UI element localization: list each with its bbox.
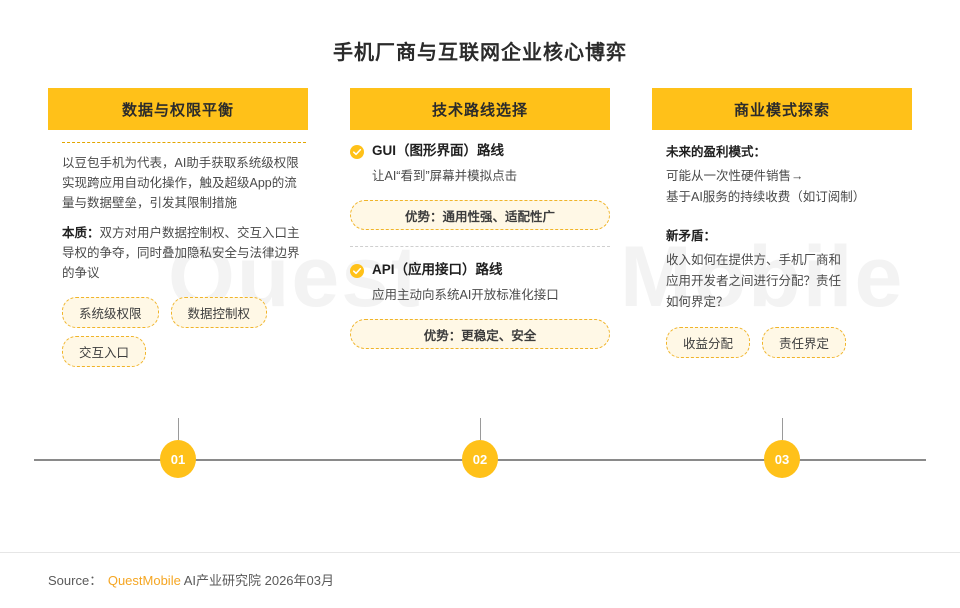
bullet-api-route: API（应用接口）路线 应用主动向系统AI开放标准化接口 [350, 261, 610, 305]
source-rest: AI产业研究院 2026年03月 [183, 573, 334, 588]
column-tech-route: 技术路线选择 GUI（图形界面）路线 让AI“看到”屏幕并模拟点击 优势：通用性… [350, 88, 610, 349]
advantage-pill-gui: 优势：通用性强、适配性广 [350, 200, 610, 230]
timeline-stem-3 [782, 418, 783, 440]
column-1-paragraph-2-text: 双方对用户数据控制权、交互入口主导权的争夺，同时叠加隐私安全与法律边界的争议 [62, 226, 300, 280]
column-header-2: 技术路线选择 [350, 88, 610, 130]
column-body-2: GUI（图形界面）路线 让AI“看到”屏幕并模拟点击 优势：通用性强、适配性广 … [350, 130, 610, 349]
tag-interaction-entry[interactable]: 交互入口 [62, 336, 147, 367]
tag-liability-definition[interactable]: 责任界定 [762, 327, 847, 358]
check-circle-icon [350, 145, 364, 159]
column-business-model: 商业模式探索 未来的盈利模式： 可能从一次性硬件销售→ 基于AI服务的持续收费（… [652, 88, 912, 358]
block-profit-model-line-1: 可能从一次性硬件销售→ [666, 169, 804, 183]
block-profit-model-line-2: 基于AI服务的持续收费（如订阅制） [666, 190, 866, 204]
timeline-node-03[interactable]: 03 [764, 440, 800, 478]
block-profit-model-head: 未来的盈利模式： [666, 145, 767, 159]
column-1-paragraph-1-text: 以豆包手机为代表，AI助手获取系统级权限实现跨应用自动化操作，触及超级App的流… [62, 156, 299, 210]
tag-system-permission[interactable]: 系统级权限 [62, 297, 159, 328]
tag-revenue-share[interactable]: 收益分配 [666, 327, 751, 358]
column-1-paragraph-2-lead: 本质： [62, 226, 100, 240]
bullet-gui-desc: 让AI“看到”屏幕并模拟点击 [372, 169, 518, 183]
check-circle-icon [350, 264, 364, 278]
column-header-3: 商业模式探索 [652, 88, 912, 130]
column-body-3: 未来的盈利模式： 可能从一次性硬件销售→ 基于AI服务的持续收费（如订阅制） 新… [652, 130, 912, 358]
columns-container: 数据与权限平衡 以豆包手机为代表，AI助手获取系统级权限实现跨应用自动化操作，触… [0, 88, 960, 418]
column-1-paragraph-1: 以豆包手机为代表，AI助手获取系统级权限实现跨应用自动化操作，触及超级App的流… [62, 153, 306, 213]
block-profit-model: 未来的盈利模式： 可能从一次性硬件销售→ 基于AI服务的持续收费（如订阅制） [666, 142, 912, 208]
tag-data-control[interactable]: 数据控制权 [170, 297, 268, 328]
block-new-conflict: 新矛盾： 收入如何在提供方、手机厂商和 应用开发者之间进行分配？责任 如何界定？ [666, 226, 912, 313]
timeline-stem-1 [178, 418, 179, 440]
source-label: Source： [48, 573, 103, 588]
source-brand: QuestMobile [107, 573, 181, 588]
bullet-gui-title: GUI（图形界面）路线 [372, 143, 505, 158]
bullet-api-desc: 应用主动向系统AI开放标准化接口 [372, 288, 559, 302]
column-3-tags: 收益分配 责任界定 [666, 327, 912, 358]
column-1-tags: 系统级权限 数据控制权 交互入口 [62, 297, 306, 367]
column-1-divider [62, 142, 306, 143]
timeline: 01 02 03 [0, 418, 960, 500]
footer-divider [0, 552, 960, 553]
block-new-conflict-line-3: 如何界定？ [666, 295, 729, 309]
column-header-1: 数据与权限平衡 [48, 88, 308, 130]
column-data-permission: 数据与权限平衡 以豆包手机为代表，AI助手获取系统级权限实现跨应用自动化操作，触… [48, 88, 308, 367]
block-new-conflict-line-1: 收入如何在提供方、手机厂商和 [666, 253, 842, 267]
column-body-1: 以豆包手机为代表，AI助手获取系统级权限实现跨应用自动化操作，触及超级App的流… [48, 130, 308, 367]
bullet-api-texts: API（应用接口）路线 应用主动向系统AI开放标准化接口 [372, 261, 610, 305]
bullet-api-title: API（应用接口）路线 [372, 262, 503, 277]
column-1-paragraph-2: 本质：双方对用户数据控制权、交互入口主导权的争夺，同时叠加隐私安全与法律边界的争… [62, 223, 306, 283]
block-new-conflict-line-2: 应用开发者之间进行分配？责任 [666, 274, 842, 288]
timeline-stem-2 [480, 418, 481, 440]
block-new-conflict-head: 新矛盾： [666, 229, 717, 243]
advantage-pill-api: 优势：更稳定、安全 [350, 319, 610, 349]
page-title: 手机厂商与互联网企业核心博弈 [333, 42, 627, 64]
column-2-divider [350, 246, 610, 247]
bullet-gui-texts: GUI（图形界面）路线 让AI“看到”屏幕并模拟点击 [372, 142, 610, 186]
source-footer: Source： QuestMobile AI产业研究院 2026年03月 [48, 570, 334, 589]
bullet-gui-route: GUI（图形界面）路线 让AI“看到”屏幕并模拟点击 [350, 142, 610, 186]
timeline-node-01[interactable]: 01 [160, 440, 196, 478]
timeline-node-02[interactable]: 02 [462, 440, 498, 478]
